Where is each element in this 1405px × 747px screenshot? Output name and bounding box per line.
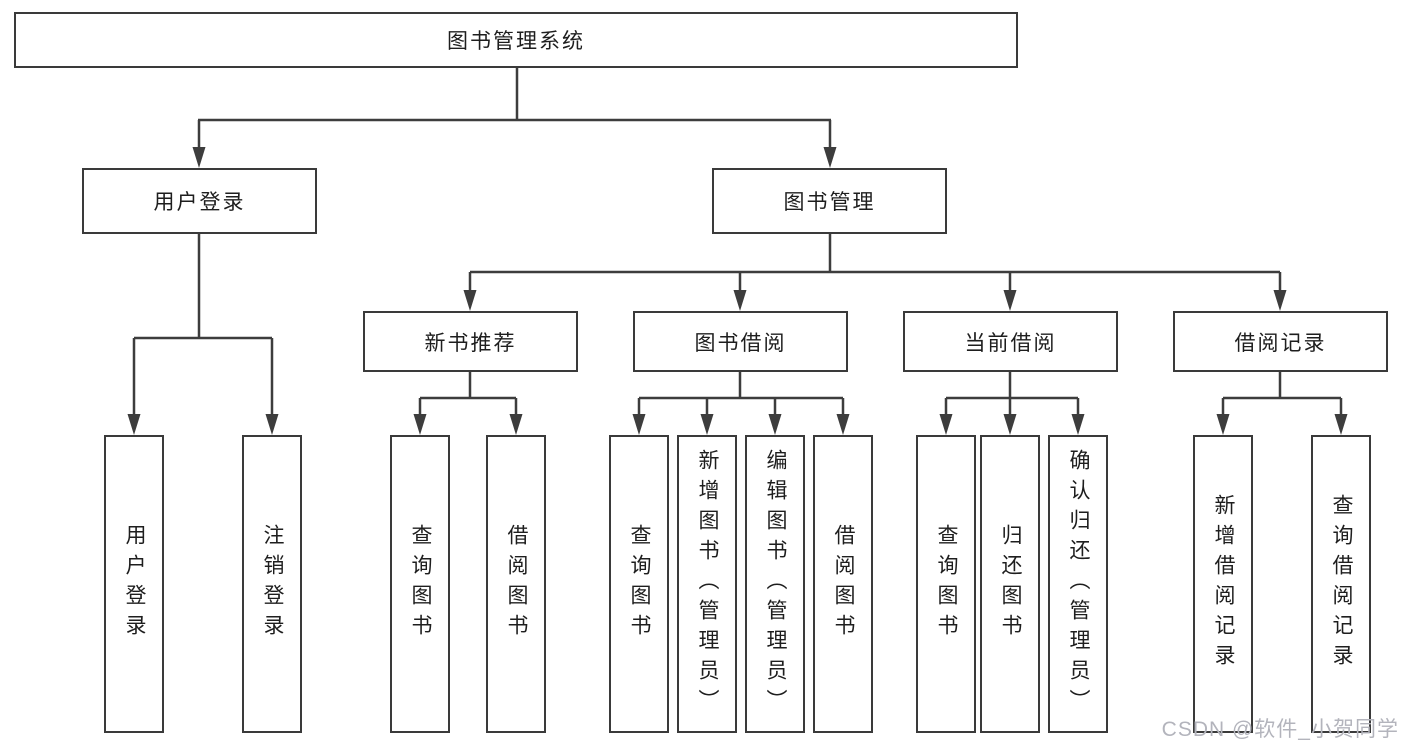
branch-user-login: 用户登录: [82, 168, 317, 234]
branch-user-login-label: 用户登录: [153, 191, 246, 214]
leaf-query-books-recommend-label: 查询图书: [409, 524, 432, 644]
leaf-edit-books-admin: 编辑图书（管理员）: [745, 435, 805, 733]
section-current-borrowing-label: 当前借阅: [964, 331, 1057, 355]
leaf-add-borrow-record: 新增借阅记录: [1193, 435, 1253, 733]
leaf-borrow-books-borrow: 借阅图书: [813, 435, 873, 733]
leaf-logout-login: 注销登录: [242, 435, 302, 733]
leaf-borrow-books-recommend: 借阅图书: [486, 435, 546, 733]
leaf-user-login: 用户登录: [104, 435, 164, 733]
leaf-query-books-recommend: 查询图书: [390, 435, 450, 733]
section-new-book-recommendation: 新书推荐: [363, 311, 578, 372]
leaf-query-books-current: 查询图书: [916, 435, 976, 733]
section-book-borrowing-label: 图书借阅: [694, 331, 787, 355]
leaf-edit-books-admin-label: 编辑图书（管理员）: [764, 449, 787, 719]
leaf-logout-login-label: 注销登录: [261, 524, 284, 644]
root-node-label: 图书管理系统: [447, 30, 585, 53]
leaf-query-books-current-label: 查询图书: [935, 524, 958, 644]
leaf-query-borrow-record-label: 查询借阅记录: [1330, 494, 1353, 674]
leaf-query-borrow-record: 查询借阅记录: [1311, 435, 1371, 733]
leaf-borrow-books-borrow-label: 借阅图书: [832, 524, 855, 644]
leaf-user-login-label: 用户登录: [123, 524, 146, 644]
leaf-return-books-label: 归还图书: [999, 524, 1022, 644]
leaf-query-books-borrow: 查询图书: [609, 435, 669, 733]
leaf-query-books-borrow-label: 查询图书: [628, 524, 651, 644]
csdn-watermark: CSDN @软件_小贺同学: [1161, 718, 1399, 741]
section-book-borrowing: 图书借阅: [633, 311, 848, 372]
section-borrowing-records-label: 借阅记录: [1234, 331, 1327, 355]
branch-book-management-label: 图书管理: [783, 191, 876, 214]
root-node: 图书管理系统: [14, 12, 1018, 68]
section-current-borrowing: 当前借阅: [903, 311, 1118, 372]
arrowheads: [127, 147, 1348, 435]
leaf-add-books-admin-label: 新增图书（管理员）: [696, 449, 719, 719]
branch-book-management: 图书管理: [712, 168, 947, 234]
section-new-book-recommendation-label: 新书推荐: [424, 331, 517, 355]
leaf-add-borrow-record-label: 新增借阅记录: [1212, 494, 1235, 674]
leaf-add-books-admin: 新增图书（管理员）: [677, 435, 737, 733]
leaf-confirm-return-admin-label: 确认归还（管理员）: [1067, 449, 1090, 719]
leaf-borrow-books-recommend-label: 借阅图书: [505, 524, 528, 644]
leaf-return-books: 归还图书: [980, 435, 1040, 733]
section-borrowing-records: 借阅记录: [1173, 311, 1388, 372]
connector-shafts: [132, 68, 1343, 418]
leaf-confirm-return-admin: 确认归还（管理员）: [1048, 435, 1108, 733]
